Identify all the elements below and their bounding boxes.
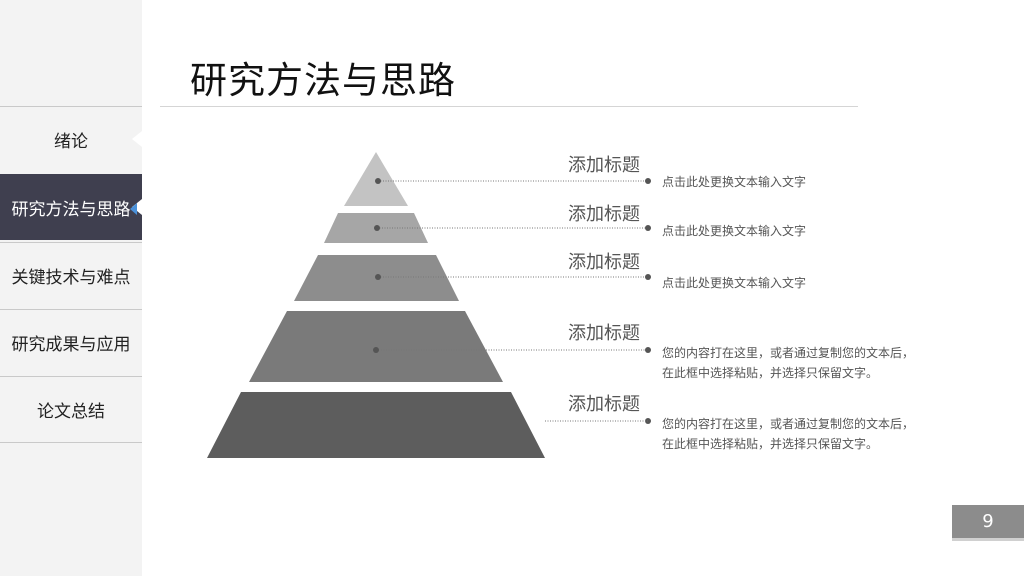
layer-desc-line: 点击此处更换文本输入文字 bbox=[662, 175, 807, 189]
layer-desc-4: 您的内容打在这里，或者通过复制您的文本后， 在此框中选择粘贴，并选择只保留文字。 bbox=[662, 343, 942, 383]
leader-dot bbox=[645, 178, 651, 184]
nav-pointer-icon bbox=[132, 131, 142, 147]
leader-dot bbox=[374, 225, 380, 231]
sidebar-divider bbox=[0, 442, 142, 443]
leader-dot bbox=[645, 347, 651, 353]
page-number-badge: 9 bbox=[952, 505, 1024, 538]
layer-desc-line: 在此框中选择粘贴，并选择只保留文字。 bbox=[662, 366, 879, 380]
sidebar-item-label: 绪论 bbox=[54, 132, 88, 152]
sidebar-item-key-tech[interactable]: 关键技术与难点 bbox=[0, 242, 142, 308]
sidebar-item-label: 研究方法与思路 bbox=[11, 200, 131, 220]
leader-dot bbox=[645, 274, 651, 280]
page-number-shadow bbox=[952, 538, 1024, 541]
layer-title-4: 添加标题 bbox=[568, 323, 640, 344]
layer-desc-line: 您的内容打在这里，或者通过复制您的文本后， bbox=[662, 346, 915, 360]
leader-dot bbox=[645, 225, 651, 231]
pyramid-layer-5 bbox=[207, 392, 545, 458]
sidebar-item-intro[interactable]: 绪论 bbox=[0, 106, 142, 172]
layer-desc-2: 点击此处更换文本输入文字 bbox=[662, 221, 942, 241]
layer-title-2: 添加标题 bbox=[568, 204, 640, 225]
sidebar-item-results[interactable]: 研究成果与应用 bbox=[0, 309, 142, 375]
title-divider bbox=[160, 106, 858, 107]
leader-dot bbox=[375, 178, 381, 184]
sidebar-item-label: 研究成果与应用 bbox=[11, 335, 131, 355]
layer-desc-5: 您的内容打在这里，或者通过复制您的文本后， 在此框中选择粘贴，并选择只保留文字。 bbox=[662, 414, 942, 454]
active-nav-pointer-icon bbox=[132, 199, 142, 215]
sidebar-item-label: 论文总结 bbox=[37, 402, 105, 422]
leader-dot bbox=[375, 274, 381, 280]
leader-dot bbox=[373, 347, 379, 353]
layer-title-1: 添加标题 bbox=[568, 155, 640, 176]
sidebar-item-methods[interactable]: 研究方法与思路 bbox=[0, 174, 142, 240]
sidebar-item-label: 关键技术与难点 bbox=[11, 268, 131, 288]
layer-desc-line: 您的内容打在这里，或者通过复制您的文本后， bbox=[662, 417, 915, 431]
layer-desc-1: 点击此处更换文本输入文字 bbox=[662, 172, 942, 192]
layer-title-3: 添加标题 bbox=[568, 252, 640, 273]
active-accent-icon bbox=[130, 203, 137, 215]
pyramid-layer-4 bbox=[249, 311, 503, 382]
layer-desc-line: 点击此处更换文本输入文字 bbox=[662, 224, 807, 238]
layer-title-5: 添加标题 bbox=[568, 394, 640, 415]
sidebar-item-summary[interactable]: 论文总结 bbox=[0, 376, 142, 442]
layer-desc-3: 点击此处更换文本输入文字 bbox=[662, 273, 942, 293]
sidebar: 绪论 研究方法与思路 关键技术与难点 研究成果与应用 论文总结 bbox=[0, 0, 142, 576]
page-title: 研究方法与思路 bbox=[190, 59, 456, 102]
layer-desc-line: 在此框中选择粘贴，并选择只保留文字。 bbox=[662, 437, 879, 451]
layer-desc-line: 点击此处更换文本输入文字 bbox=[662, 276, 807, 290]
